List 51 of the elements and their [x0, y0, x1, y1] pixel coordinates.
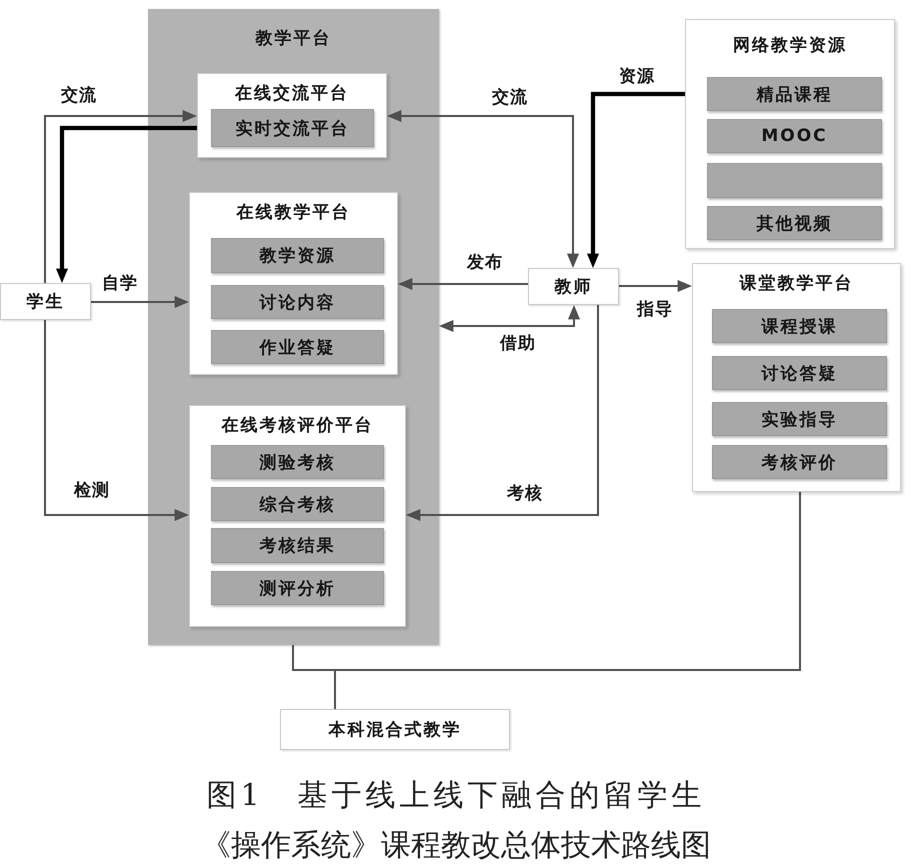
- item-box: 测评分析: [211, 571, 384, 605]
- edge-label: 发布: [467, 252, 503, 274]
- item-box: 实验指导: [712, 402, 887, 436]
- group-title: 在线交流平台: [235, 82, 349, 104]
- edge-label: 借助: [500, 332, 536, 354]
- item-box: 实时交流平台: [211, 109, 374, 147]
- item-box: 考核评价: [712, 445, 887, 479]
- edge-label: 指导: [637, 298, 673, 320]
- arrow: [56, 126, 197, 284]
- arrow: [619, 280, 692, 292]
- arrow: [91, 296, 190, 308]
- item-box: 作业答疑: [211, 330, 384, 364]
- node-box: 教师: [528, 268, 619, 305]
- item-box: 综合考核: [211, 487, 384, 521]
- edge-label: 自学: [102, 272, 138, 294]
- arrow: [587, 92, 685, 268]
- item-box: 其他视频: [707, 206, 882, 240]
- edge-label: 交流: [492, 86, 528, 108]
- arrow: [44, 320, 190, 521]
- group-box: [197, 73, 387, 158]
- node-box: 本科混合式教学: [280, 709, 510, 750]
- edge-label: 资源: [619, 66, 655, 88]
- arrow: [406, 305, 599, 521]
- arrow: [386, 110, 579, 268]
- edge-label: 交流: [61, 84, 97, 106]
- item-box: 精品课程: [707, 77, 882, 111]
- item-box: [707, 163, 882, 198]
- arrow: [438, 304, 580, 332]
- panel-title: 教学平台: [256, 28, 332, 50]
- caption: 图1 基于线上线下融合的留学生《操作系统》课程教改总体技术路线图: [200, 777, 712, 865]
- group-box: [189, 192, 398, 375]
- item-box: 测验考核: [211, 445, 384, 479]
- group-title: 课堂教学平台: [740, 272, 854, 294]
- group-box: [189, 405, 406, 627]
- item-box: MOOC: [707, 119, 882, 153]
- node-box: 学生: [0, 283, 91, 320]
- item-box: 教学资源: [211, 238, 384, 273]
- group-title: 网络教学资源: [733, 34, 847, 56]
- item-box: 课程授课: [712, 309, 887, 343]
- group-title: 在线考核评价平台: [222, 414, 374, 436]
- platform-panel: [148, 9, 439, 645]
- arrow: [398, 278, 528, 290]
- item-box: 考核结果: [211, 528, 384, 563]
- arrow: [44, 110, 198, 283]
- edge-label: 检测: [74, 480, 110, 502]
- item-box: 讨论答疑: [712, 356, 887, 390]
- group-box: [692, 263, 901, 492]
- edge-label: 考核: [507, 482, 543, 504]
- item-box: 讨论内容: [211, 285, 384, 319]
- group-title: 在线教学平台: [236, 202, 350, 224]
- group-box: [685, 19, 895, 249]
